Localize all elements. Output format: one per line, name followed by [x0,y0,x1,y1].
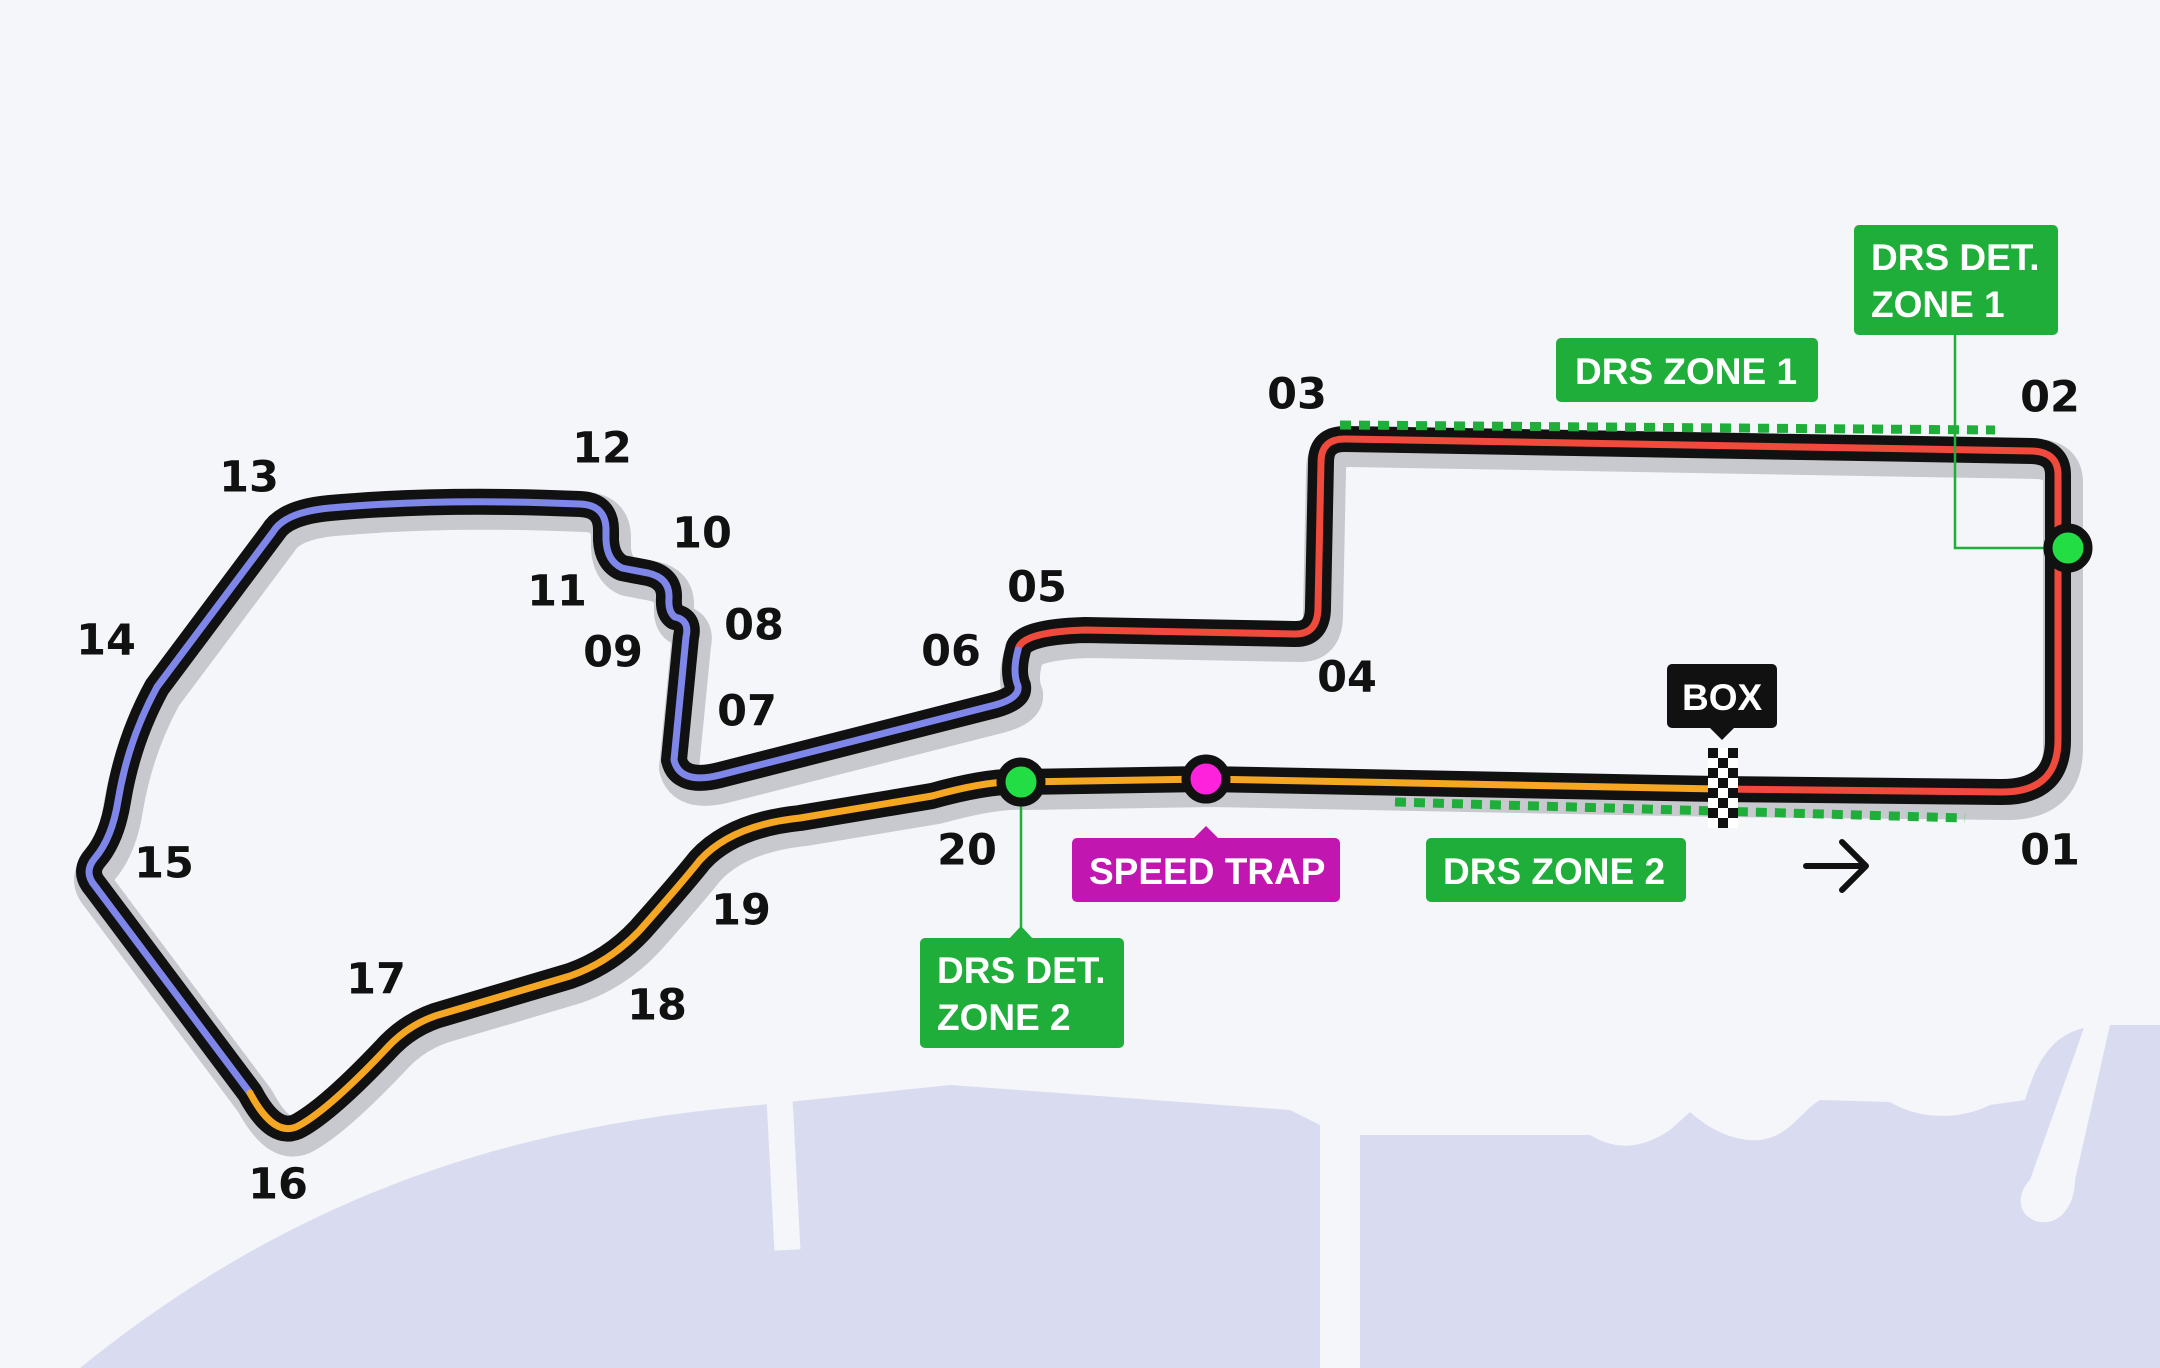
water-area [80,1025,2160,1368]
drs-zone-1-label: DRS ZONE 1 [1575,351,1797,392]
flag-cell [1708,768,1718,778]
drs-detection-1-point [2043,523,2093,573]
track-points [996,523,2093,807]
corner-label-17: 17 [346,955,406,1005]
drs-det-1-tag: DRS DET. ZONE 1 [1854,225,2058,335]
sector-2-line [85,498,1022,1097]
flag-cell [1728,788,1738,798]
drs-zone-1-tag-bg [1556,338,1818,402]
pier-1 [765,1079,801,1251]
corner-label-06: 06 [921,627,981,677]
drs-det-2-tag-bg [920,938,1124,1048]
flag-cell [1728,818,1738,828]
drs-connectors [1019,330,2068,938]
corner-label-16: 16 [248,1160,308,1210]
flag-cell [1708,788,1718,798]
drs-zone-2-dashes [1394,797,1966,823]
drs-zone-1-tag: DRS ZONE 1 [1556,338,1818,402]
sea [80,1085,1330,1368]
drs-zone-2-tag-bg [1426,838,1686,902]
checkered-flag-icon [1708,748,1738,828]
drs-zone-1-dashes [1339,420,1996,435]
corner-label-19: 19 [711,886,771,936]
corner-label-03: 03 [1267,370,1327,420]
flag-cell [1708,808,1718,818]
flag-cell [1718,808,1728,818]
flag-cell [1708,778,1718,788]
track [74,426,2083,1157]
flag-cell [1718,798,1728,808]
flag-cell [1728,778,1738,788]
harbour-left [1360,1100,1890,1368]
flag-cell [1708,748,1718,758]
drs-det-1-label-line1: DRS DET. [1871,237,2040,278]
flag-cell [1728,758,1738,768]
drs-detection-2-point [996,757,1046,807]
box-tag: BOX [1667,664,1777,740]
flag-cell [1718,778,1728,788]
sector-1-line [1014,435,2062,796]
drs-zone-2-tag: DRS ZONE 2 [1426,838,1686,902]
speed-trap-tag: SPEED TRAP [1072,826,1340,902]
flag-cell [1708,818,1718,828]
flag-cell [1718,748,1728,758]
corner-label-20: 20 [937,826,997,876]
drs-zone-2-label: DRS ZONE 2 [1443,851,1665,892]
corner-label-13: 13 [219,453,279,503]
corner-label-09: 09 [583,628,643,678]
flag-cell [1718,818,1728,828]
corner-label-07: 07 [717,687,777,737]
drs-det-2-tag: DRS DET. ZONE 2 [920,926,1124,1048]
flag-cell [1718,758,1728,768]
speed-trap-tag-pointer [1192,826,1220,840]
corner-label-14: 14 [76,616,136,666]
corner-label-10: 10 [672,509,732,559]
flag-cell [1708,758,1718,768]
corner-label-18: 18 [627,981,687,1031]
corner-label-11: 11 [527,567,587,617]
drs-det-2-label-line2: ZONE 2 [937,997,1071,1038]
arrow-head [1839,839,1869,893]
flag-cell [1728,768,1738,778]
box-tag-bg [1667,664,1777,728]
drs-det-2-tag-pointer [1008,926,1034,940]
box-label: BOX [1682,677,1763,718]
drs-indicators [1339,420,1996,823]
flag-cell [1728,748,1738,758]
speed-trap-point [1181,754,1231,804]
corner-label-02: 02 [2020,373,2080,423]
corner-label-04: 04 [1317,653,1377,703]
drs-det-1-connector [1953,330,2068,550]
corner-label-01: 01 [2020,826,2080,876]
corner-label-15: 15 [134,839,194,889]
corner-label-05: 05 [1007,563,1067,613]
drs-det-1-label-line2: ZONE 1 [1871,284,2005,325]
corner-label-12: 12 [572,424,632,474]
speed-trap-tag-bg [1072,838,1340,902]
flag-cell [1718,768,1728,778]
direction-arrow-text: → [1836,879,1838,881]
arrow-right-icon [1803,839,1869,893]
drs-det-2-label-line1: DRS DET. [937,950,1106,991]
sector-3-line [246,775,1722,1133]
pier-3 [2020,1025,2110,1223]
drs-det-1-tag-bg [1854,225,2058,335]
flag-cell [1708,798,1718,808]
pier-2 [1320,1120,1360,1368]
speed-trap-label: SPEED TRAP [1089,851,1325,892]
corner-labels: 01 02 03 04 05 06 07 08 09 10 11 12 13 1… [76,370,2080,1210]
box-tag-pointer [1708,726,1736,740]
corner-label-08: 08 [724,601,784,651]
flag-cell [1728,808,1738,818]
flag-cell [1718,788,1728,798]
flag-cell [1728,798,1738,808]
